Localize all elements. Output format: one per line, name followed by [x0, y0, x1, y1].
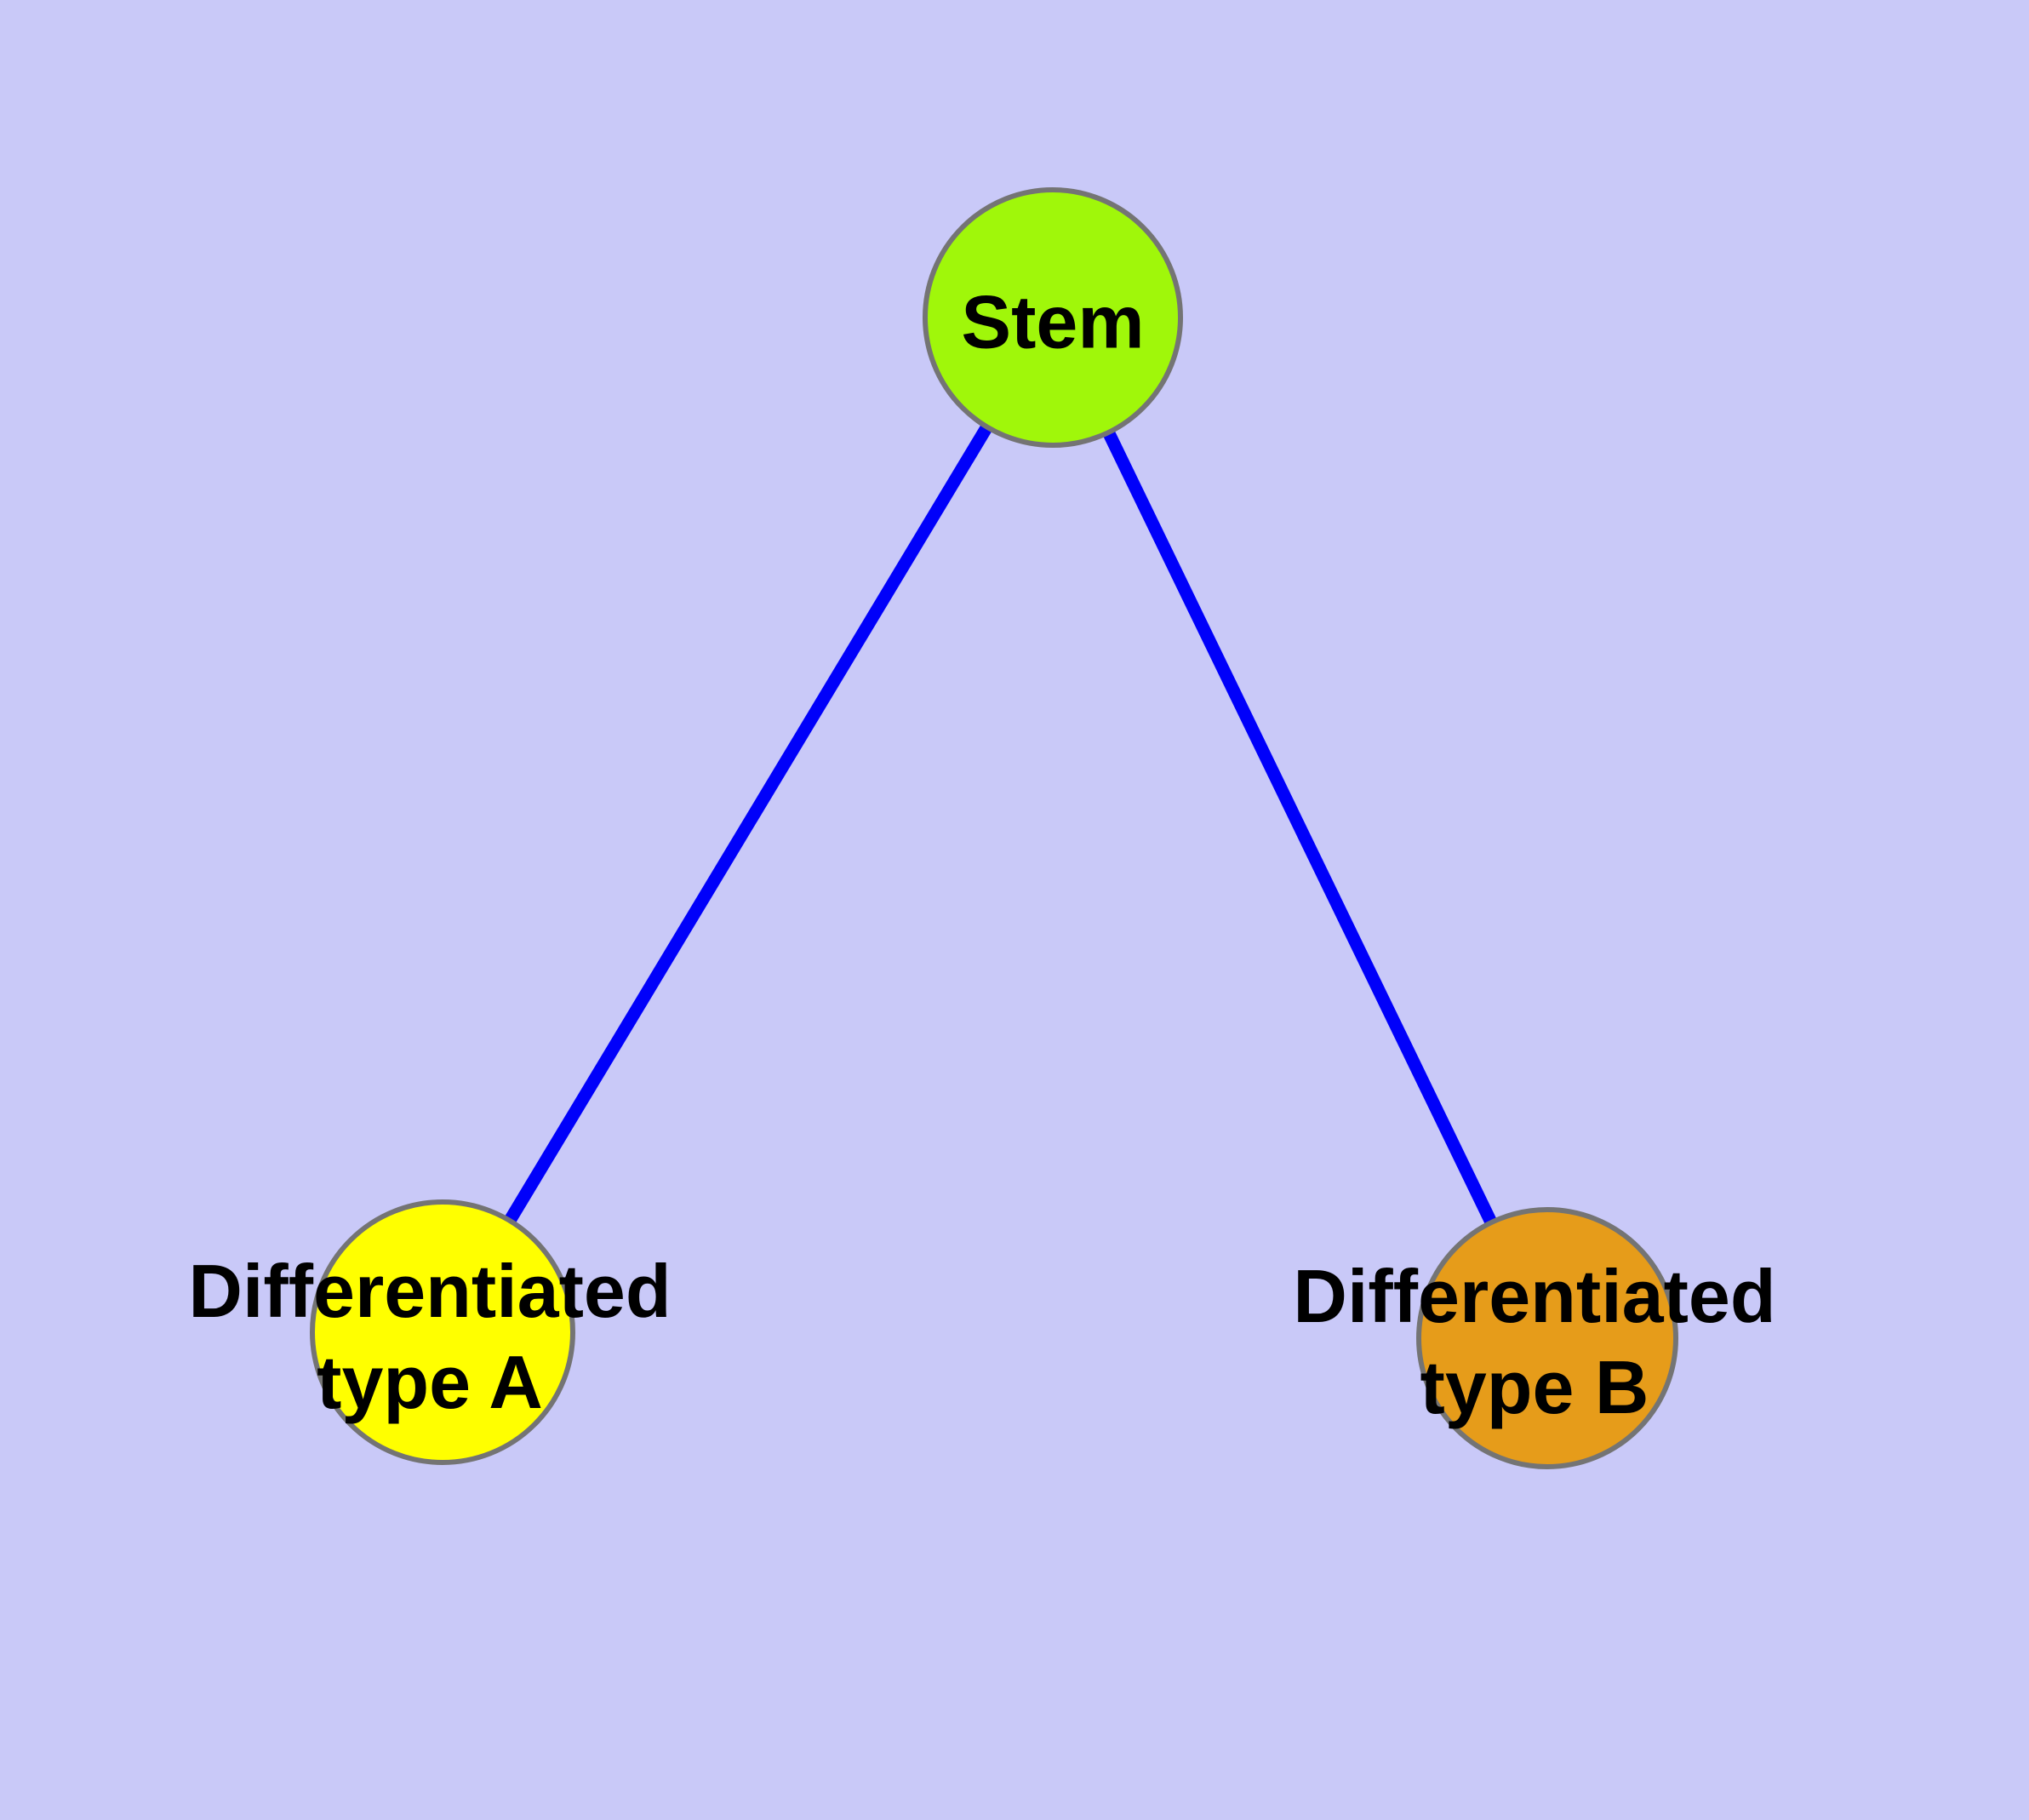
node-stem-circle [923, 187, 1183, 448]
edge-stem-to-type-b [1047, 314, 1553, 1342]
edge-stem-to-type-a [437, 314, 1059, 1336]
node-type-a-circle [310, 1199, 575, 1465]
node-type-b-circle [1416, 1207, 1678, 1469]
